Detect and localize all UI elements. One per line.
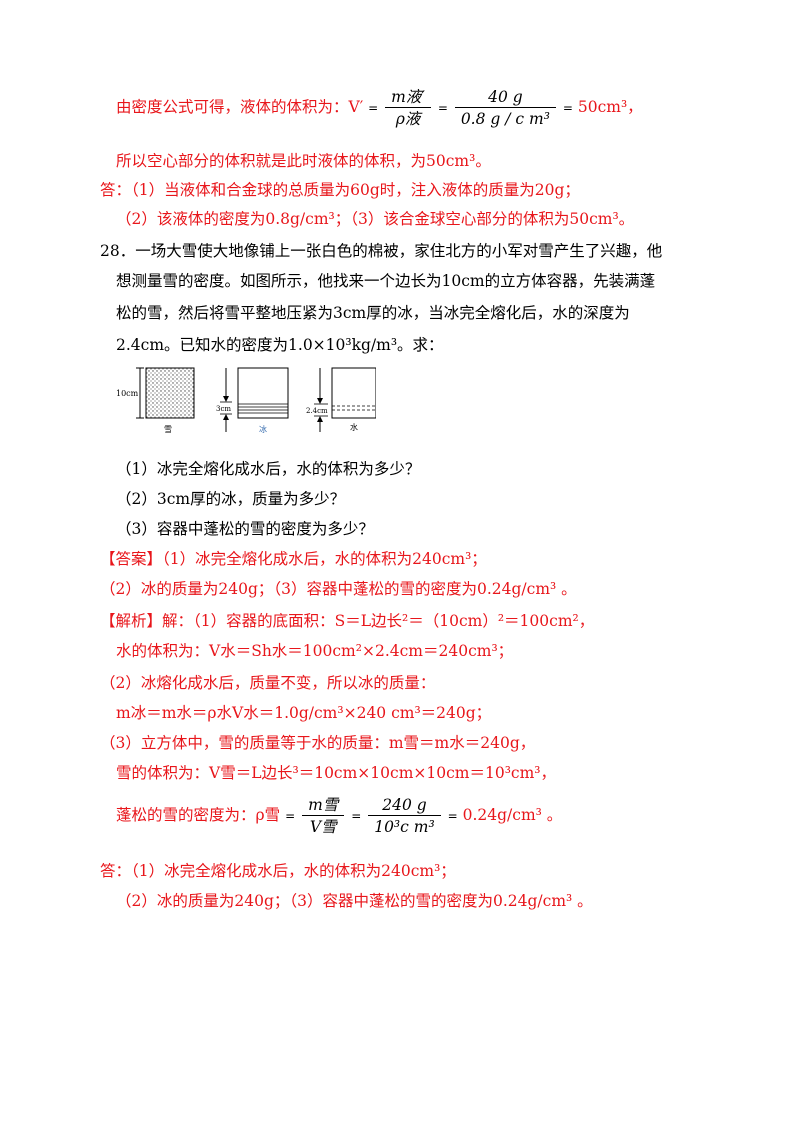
snow-ice-water-figure: 10cm 雪 3cm 冰 2.4cm [116, 366, 377, 444]
answer-line: 答：（1）当液体和合金球的总质量为60g时，注入液体的质量为20g； [100, 181, 580, 199]
label-10cm: 10cm [116, 389, 139, 398]
caption-ice: 冰 [259, 424, 267, 434]
final-answer-line: 答：（1）冰完全熔化成水后，水的体积为240cm³； [100, 862, 456, 880]
final-answer-line: （2）冰的质量为240g；（3）容器中蓬松的雪的密度为0.24g/cm³ 。 [116, 892, 593, 910]
sub-question-2: （2）3cm厚的冰，质量为多少？ [116, 490, 346, 508]
answer-line: 【答案】（1）冰完全熔化成水后，水的体积为240cm³； [100, 550, 487, 568]
explanation-line: （2）冰熔化成水后，质量不变，所以冰的质量： [100, 674, 436, 692]
label-3cm: 3cm [216, 405, 231, 413]
label-2-4cm: 2.4cm [306, 407, 328, 415]
water-container [331, 367, 377, 419]
explanation-line: 水的体积为：V水＝Sh水＝100cm²×2.4cm＝240cm³； [116, 642, 514, 660]
formula-result: 50cm³， [577, 98, 643, 116]
snow-density-line: 蓬松的雪的密度为：ρ雪 = m雪 V雪 = 240 g 10³c m³ = 0.… [116, 796, 563, 836]
explanation-line: 【解析】解：（1）容器的底面积：S＝L边长²＝（10cm）²＝100cm²， [100, 612, 595, 630]
fraction-mass-over-volume: m雪 V雪 [302, 796, 345, 836]
answer-line: （2）该液体的密度为0.8g/cm³；（3）该合金球空心部分的体积为50cm³。 [116, 210, 635, 228]
question-28-line: 想测量雪的密度。如图所示，他找来一个边长为10cm的立方体容器，先装满蓬 [116, 272, 656, 290]
fraction-240g-over-volume: 240 g 10³c m³ [368, 796, 441, 836]
answer-line: （2）冰的质量为240g；（3）容器中蓬松的雪的密度为0.24g/cm³ 。 [100, 580, 577, 598]
fraction-mass-over-density: m液′ ρ液 [385, 88, 431, 128]
snow-block [145, 367, 195, 419]
sub-question-1: （1）冰完全熔化成水后，水的体积为多少？ [116, 460, 421, 478]
question-28-line: 2.4cm。已知水的密度为1.0×10³kg/m³。求： [116, 336, 444, 354]
density-formula-line: 由密度公式可得，液体的体积为：V′ = m液′ ρ液 = 40 g 0.8 g … [116, 88, 643, 128]
fraction-40g-over-density: 40 g 0.8 g / c m³ [454, 88, 556, 128]
question-28-line: 28．一场大雪使大地像铺上一张白色的棉被，家住北方的小军对雪产生了兴趣，他 [100, 242, 663, 260]
explanation-line: （3）立方体中，雪的质量等于水的质量：m雪＝m水＝240g， [100, 734, 536, 752]
explanation-line: m冰＝m水＝ρ水V水＝1.0g/cm³×240 cm³＝240g； [116, 704, 492, 722]
sub-question-3: （3）容器中蓬松的雪的密度为多少？ [116, 520, 374, 538]
caption-snow: 雪 [164, 425, 172, 434]
snow-density-result: 0.24g/cm³ 。 [462, 806, 563, 824]
caption-water: 水 [350, 422, 358, 432]
text-line: 所以空心部分的体积就是此时液体的体积，为50cm³。 [116, 152, 491, 170]
snow-density-prefix: 蓬松的雪的密度为：ρ雪 [116, 806, 281, 824]
ice-container [237, 367, 289, 419]
explanation-line: 雪的体积为：V雪＝L边长³＝10cm×10cm×10cm＝10³cm³， [116, 764, 557, 782]
formula-prefix: 由密度公式可得，液体的体积为：V′ [116, 98, 364, 116]
equals-sign: = [368, 101, 379, 115]
question-28-line: 松的雪，然后将雪平整地压紧为3cm厚的冰，当冰完全熔化后，水的深度为 [116, 304, 630, 322]
